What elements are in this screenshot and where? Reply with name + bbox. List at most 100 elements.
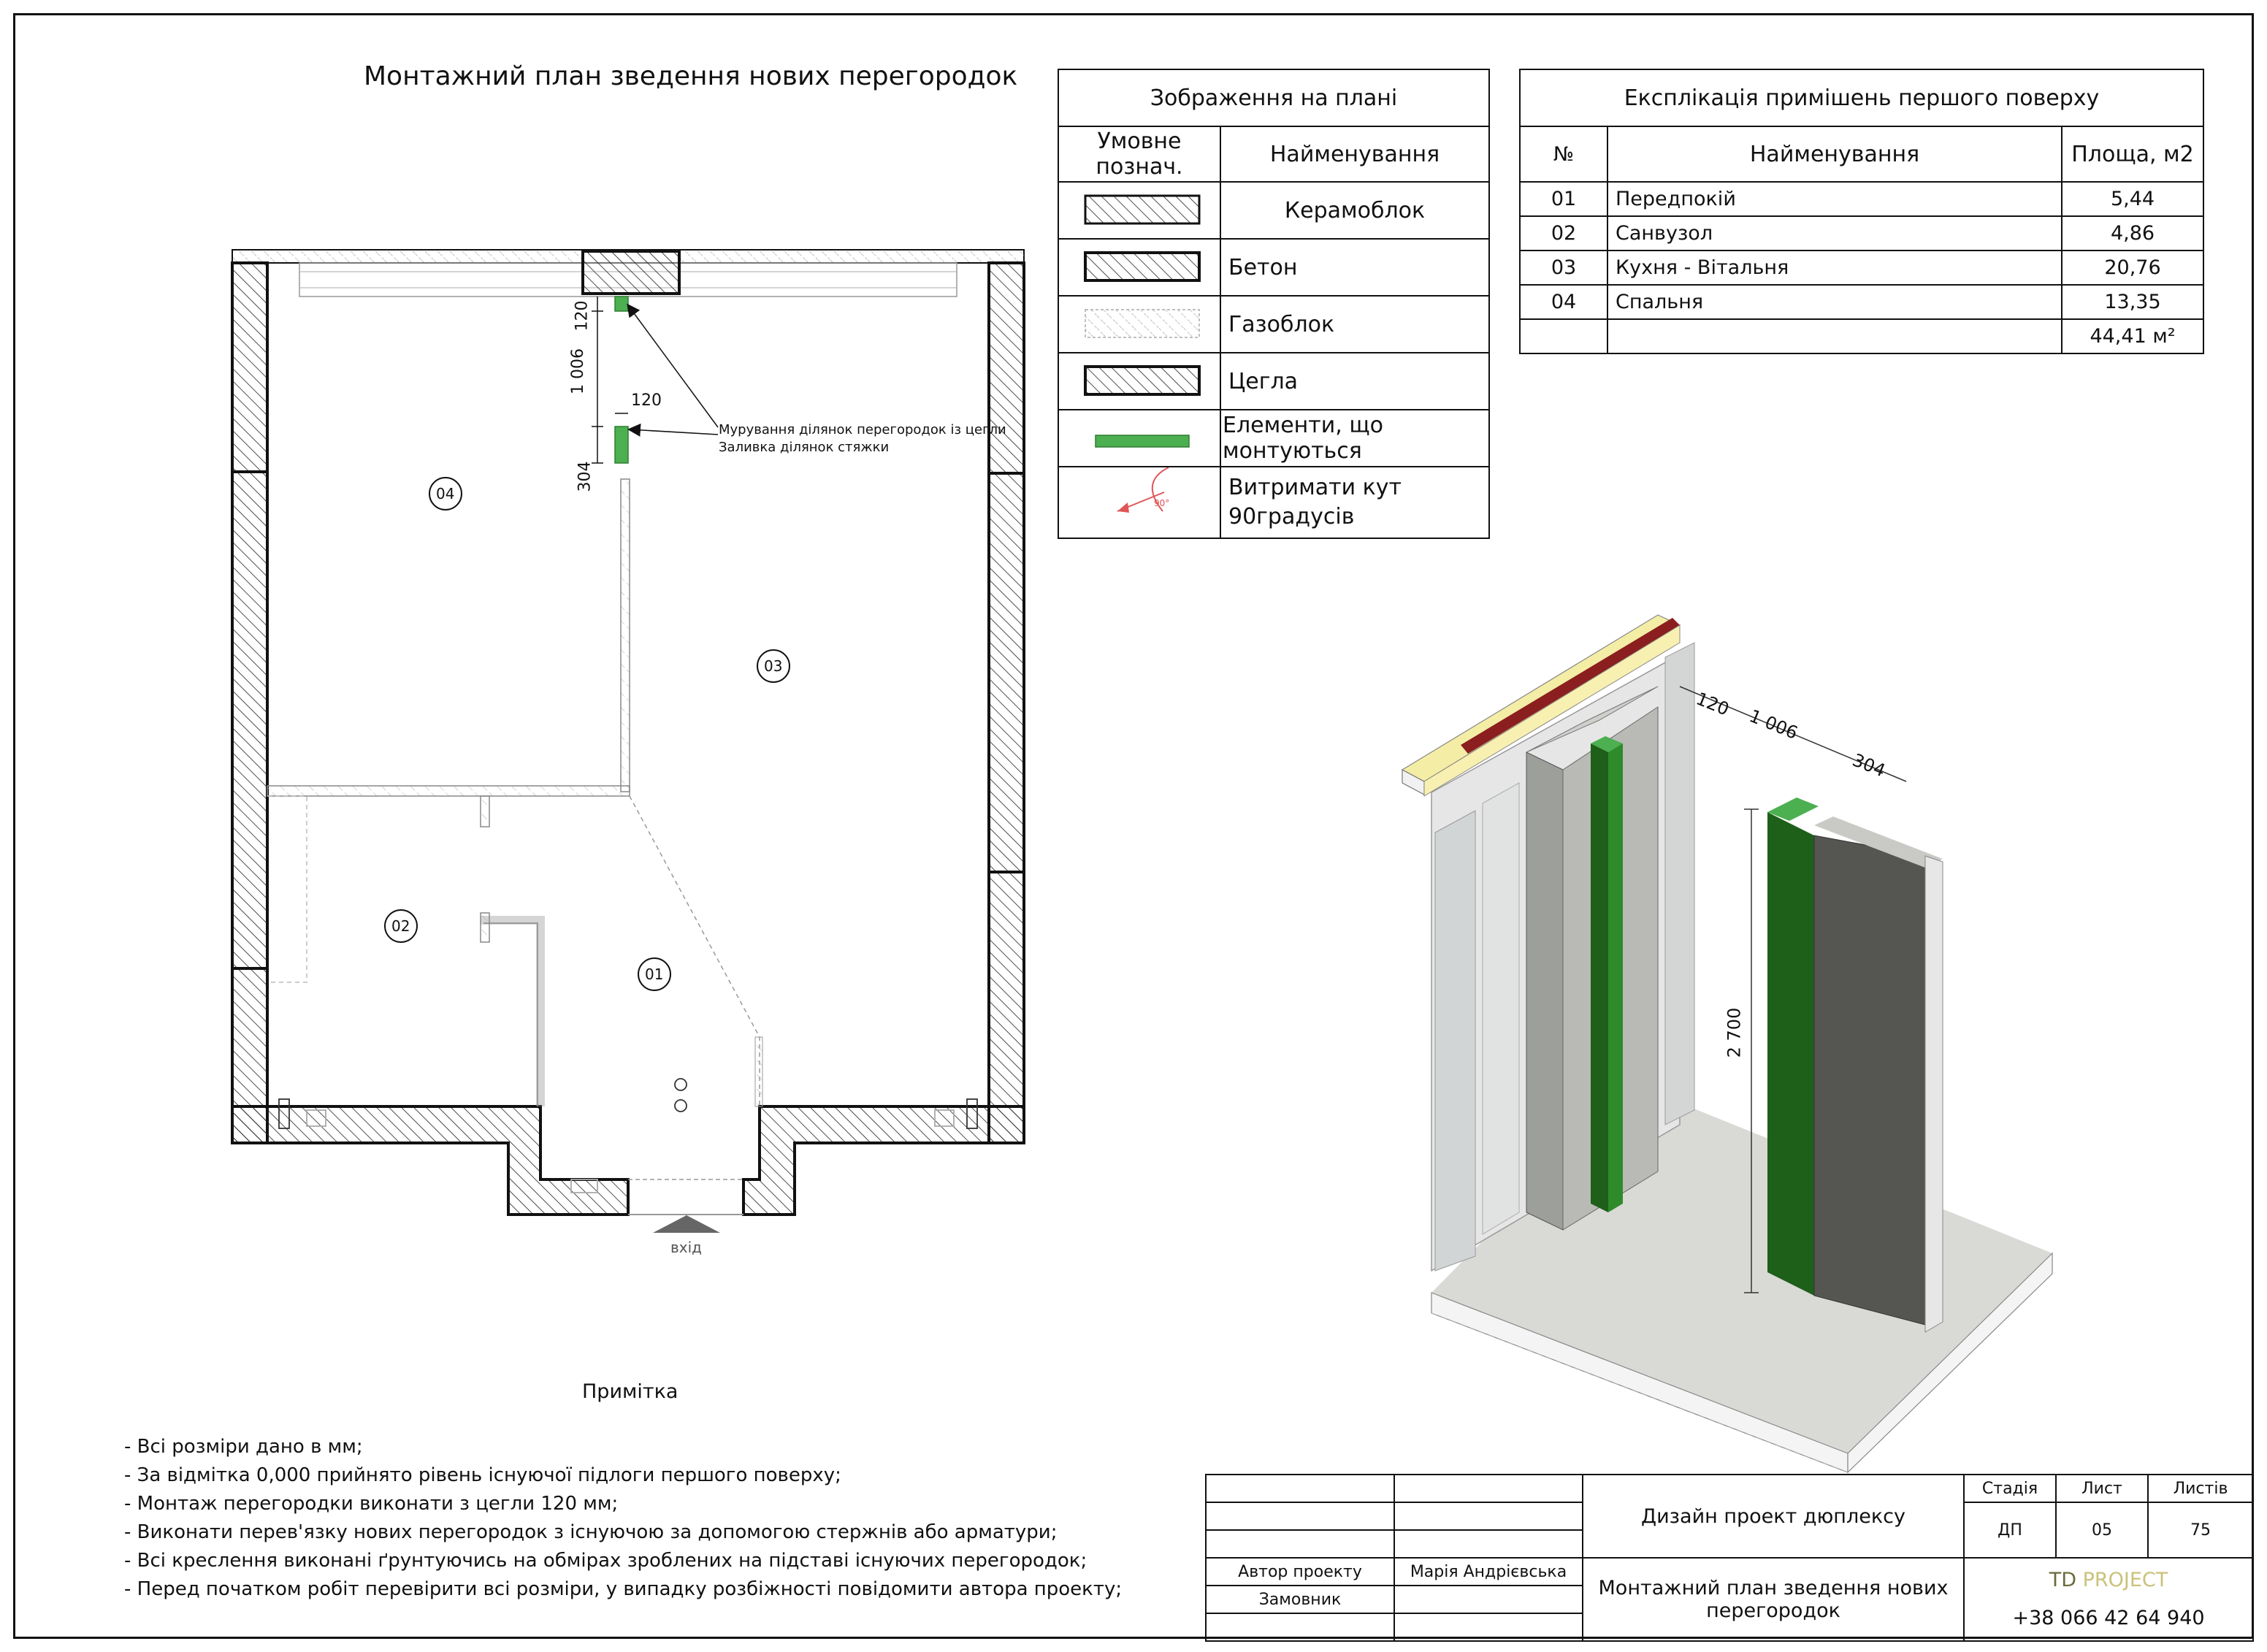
annotation-brick: Мурування ділянок перегородок із цегли <box>719 422 1006 437</box>
legend-symbol-gasblock <box>1058 295 1221 353</box>
legend-table: Зображення на плані Умовне познач. Найме… <box>1058 69 1490 539</box>
stamp-company: TD PROJECT +38 066 42 64 940 <box>1963 1557 2254 1642</box>
legend-name-gasblock: Газоблок <box>1220 295 1490 353</box>
legend-symbol-ceramic <box>1058 181 1221 240</box>
room-label-03: 03 <box>764 657 783 675</box>
table-row: 02 Санвузол 4,86 <box>1519 215 2204 251</box>
company-name-part1: TD <box>2049 1569 2077 1591</box>
stamp-empty-cell <box>1394 1613 1583 1642</box>
new-brick-segment-bottom <box>614 426 629 464</box>
note-item: - За відмітка 0,000 прийнято рівень існу… <box>124 1464 841 1486</box>
annotation-screed: Заливка ділянок стяжки <box>719 440 890 455</box>
note-item: - Всі креслення виконані ґрунтуючись на … <box>124 1550 1087 1572</box>
entrance-arrow-icon <box>653 1215 720 1233</box>
stamp-empty-cell <box>1394 1529 1583 1559</box>
iso-dim-height: 2 700 <box>1724 1007 1745 1058</box>
stamp-client-label: Замовник <box>1205 1585 1395 1614</box>
note-item: - Монтаж перегородки виконати з цегли 12… <box>124 1493 619 1515</box>
table-row: 01 Передпокій 5,44 <box>1519 181 2204 217</box>
room-markers <box>384 477 790 991</box>
note-item: - Всі розміри дано в мм; <box>124 1436 363 1458</box>
total-area: 44,41 м² <box>2061 318 2204 354</box>
plan-dimensions <box>592 297 628 464</box>
sanitary-fixtures <box>278 1078 978 1193</box>
row-no: 04 <box>1519 284 1608 320</box>
company-phone: +38 066 42 64 940 <box>2012 1607 2205 1629</box>
stamp-sheet-title: Монтажний план зведення нових перегородо… <box>1582 1557 1965 1642</box>
dim-120: 120 <box>573 300 592 332</box>
legend-symbol-concrete <box>1058 238 1221 297</box>
legend-col-symbol: Умовне познач. <box>1058 126 1221 183</box>
stamp-stage: ДП <box>1963 1502 2057 1559</box>
stamp-author-label: Автор проекту <box>1205 1557 1395 1586</box>
legend-name-ceramic: Керамоблок <box>1220 181 1490 240</box>
dim-1006: 1 006 <box>568 348 587 394</box>
explication-col-area: Площа, м2 <box>2061 126 2204 183</box>
row-no: 03 <box>1519 250 1608 286</box>
legend-symbol-brick <box>1058 352 1221 410</box>
company-name-part2: PROJECT <box>2076 1569 2168 1591</box>
concrete-column-top <box>581 250 681 295</box>
note-item: - Виконати перев'язку нових перегородок … <box>124 1521 1058 1543</box>
explication-col-name: Найменування <box>1607 126 2063 183</box>
explication-title: Експлікація примішень першого поверху <box>1519 69 2204 127</box>
row-name <box>1607 318 2063 354</box>
legend-symbol-green <box>1058 409 1221 467</box>
stamp-empty-cell <box>1205 1529 1395 1559</box>
stamp-sheets: 75 <box>2147 1502 2254 1559</box>
stamp-sheet-label: Лист <box>2055 1474 2149 1503</box>
stamp-stage-label: Стадія <box>1963 1474 2057 1503</box>
row-area: 20,76 <box>2061 250 2204 286</box>
row-area: 4,86 <box>2061 215 2204 251</box>
stamp-author: Марія Андрієвська <box>1394 1557 1583 1586</box>
row-area: 5,44 <box>2061 181 2204 217</box>
table-row: 03 Кухня - Вітальня 20,76 <box>1519 250 2204 286</box>
bottom-wall <box>231 1105 1025 1216</box>
legend-title: Зображення на плані <box>1058 69 1490 127</box>
stamp-empty-cell <box>1394 1474 1583 1503</box>
legend-col-name: Найменування <box>1220 126 1490 183</box>
title-block: Дизайн проект дюплексу Стадія Лист Листі… <box>1205 1474 2254 1642</box>
room-label-04: 04 <box>436 485 455 502</box>
explication-table: Експлікація примішень першого поверху № … <box>1519 69 2204 354</box>
left-wall <box>231 261 269 1144</box>
row-name: Передпокій <box>1607 181 2063 217</box>
legend-symbol-angle <box>1058 466 1221 539</box>
row-area: 13,35 <box>2061 284 2204 320</box>
angle-label: 90° <box>1154 498 1170 508</box>
stamp-project: Дизайн проект дюплексу <box>1582 1474 1965 1559</box>
room-label-01: 01 <box>645 965 664 983</box>
new-brick-segment-top <box>614 296 629 312</box>
isometric-view <box>1401 614 2053 1474</box>
note-item: - Перед початком робіт перевірити всі ро… <box>124 1578 1123 1600</box>
entrance-label: вхід <box>670 1239 703 1256</box>
page-title: Монтажний план зведення нових перегородо… <box>364 61 1018 91</box>
interior-partitions <box>267 478 763 1107</box>
row-no: 01 <box>1519 181 1608 217</box>
row-name: Спальня <box>1607 284 2063 320</box>
legend-name-brick: Цегла <box>1220 352 1490 410</box>
drawing-frame <box>13 13 2254 1639</box>
stamp-empty-cell <box>1205 1613 1395 1642</box>
legend-name-green: Елементи, що монтуються <box>1220 409 1490 467</box>
legend-name-concrete: Бетон <box>1220 238 1490 297</box>
stamp-sheets-label: Листів <box>2147 1474 2254 1503</box>
dim-304: 304 <box>576 461 595 492</box>
legend-name-angle: Витримати кут 90градусів <box>1220 466 1490 539</box>
notes-heading: Примітка <box>582 1380 678 1403</box>
row-name: Санвузол <box>1607 215 2063 251</box>
notes-list: - Всі розміри дано в мм; - За відмітка 0… <box>124 1433 1122 1604</box>
row-no <box>1519 318 1608 354</box>
row-name: Кухня - Вітальня <box>1607 250 2063 286</box>
explication-col-no: № <box>1519 126 1608 183</box>
table-row: 04 Спальня 13,35 <box>1519 284 2204 320</box>
room-label-02: 02 <box>391 917 410 935</box>
table-row-total: 44,41 м² <box>1519 318 2204 354</box>
dim-120b: 120 <box>631 391 662 410</box>
stamp-empty-cell <box>1205 1502 1395 1531</box>
stamp-client <box>1394 1585 1583 1614</box>
stamp-sheet: 05 <box>2055 1502 2149 1559</box>
right-wall <box>987 261 1025 1144</box>
stamp-empty-cell <box>1394 1502 1583 1531</box>
